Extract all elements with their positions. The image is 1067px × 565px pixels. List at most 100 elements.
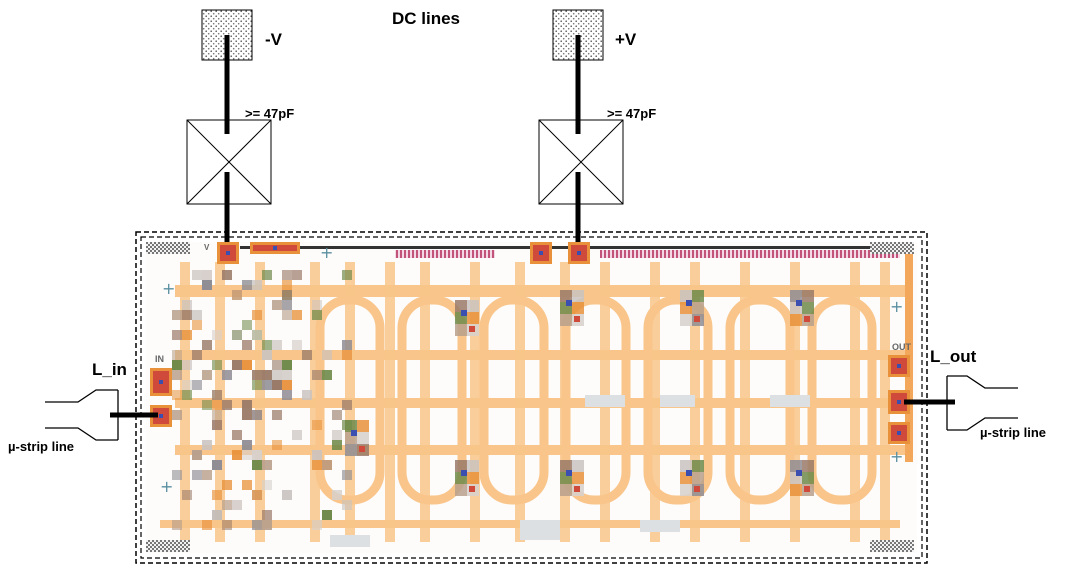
trace-column xyxy=(255,262,265,542)
device-cell xyxy=(342,400,352,410)
trace-loop xyxy=(397,295,467,505)
device-cell xyxy=(202,440,212,450)
device-cell xyxy=(172,360,182,370)
device-cell xyxy=(252,380,262,390)
via xyxy=(686,300,692,306)
output-microstrip xyxy=(946,375,1018,431)
device-cell xyxy=(322,460,332,470)
title: DC lines xyxy=(392,9,460,28)
trace-column xyxy=(310,262,320,542)
device-cell xyxy=(212,410,222,420)
device-cell xyxy=(342,340,352,350)
device-cell xyxy=(202,270,212,280)
bond-pad-via xyxy=(577,251,581,255)
transistor-cell xyxy=(560,484,572,496)
device-cell xyxy=(252,330,262,340)
device-block xyxy=(330,535,370,547)
device-cell xyxy=(172,410,182,420)
device-cell xyxy=(282,390,292,400)
transistor-cell xyxy=(467,300,479,312)
device-cell xyxy=(252,450,262,460)
device-cell xyxy=(232,330,242,340)
device-cell xyxy=(222,500,232,510)
device-cell xyxy=(182,390,192,400)
output-port-label: L_out xyxy=(930,347,977,366)
transistor-cell xyxy=(802,290,814,302)
transistor-cell xyxy=(802,460,814,472)
device-cell xyxy=(272,370,282,380)
transistor-cell xyxy=(357,432,369,444)
bond-pad-via xyxy=(897,431,901,435)
device-cell xyxy=(332,410,342,420)
device-cell xyxy=(262,350,272,360)
right-capacitor xyxy=(538,119,624,205)
bond-pad-via xyxy=(159,414,163,418)
via xyxy=(461,470,467,476)
device-cell xyxy=(282,310,292,320)
device-cell xyxy=(292,270,302,280)
device-cell xyxy=(262,520,272,530)
device-cell xyxy=(312,370,322,380)
transistor-cell xyxy=(455,300,467,312)
bond-pad-via xyxy=(226,251,230,255)
chip-outer-border xyxy=(135,231,928,564)
device-cell xyxy=(322,370,332,380)
device-cell xyxy=(312,520,322,530)
device-cell xyxy=(232,500,242,510)
transistor-cell xyxy=(345,420,357,432)
transistor-cell xyxy=(790,314,802,326)
output-line-label: µ-strip line xyxy=(980,425,1046,440)
via xyxy=(359,446,365,452)
device-cell xyxy=(202,340,212,350)
via xyxy=(796,470,802,476)
transistor-cell xyxy=(680,460,692,472)
alignment-mark: + xyxy=(890,447,903,466)
chip-devices xyxy=(172,270,814,547)
via xyxy=(461,310,467,316)
device-cell xyxy=(272,440,282,450)
device-cell xyxy=(262,270,272,280)
via xyxy=(574,486,580,492)
via xyxy=(804,316,810,322)
via xyxy=(469,486,475,492)
transistor-cell xyxy=(802,472,814,484)
via xyxy=(804,486,810,492)
device-cell xyxy=(232,430,242,440)
via xyxy=(566,300,572,306)
device-block xyxy=(660,395,695,407)
device-cell xyxy=(202,470,212,480)
device-cell xyxy=(242,320,252,330)
device-cell xyxy=(282,370,292,380)
device-cell xyxy=(262,480,272,490)
trace-loop xyxy=(561,295,631,505)
via xyxy=(566,470,572,476)
chip-pin-in: IN xyxy=(155,354,164,364)
dc-wires xyxy=(224,35,581,255)
device-cell xyxy=(312,310,322,320)
device-cell xyxy=(172,470,182,480)
device-cell xyxy=(272,300,282,310)
mmic-layout: +++++ IN OUT V xyxy=(146,242,917,553)
negative-supply-label: -V xyxy=(265,30,283,49)
trace-band xyxy=(175,285,905,297)
device-cell xyxy=(312,460,322,470)
device-cell xyxy=(262,370,272,380)
device-cell xyxy=(222,270,232,280)
device-cell xyxy=(212,460,222,470)
transistor-cell xyxy=(572,290,584,302)
device-cell xyxy=(182,330,192,340)
device-cell xyxy=(172,350,182,360)
device-cell xyxy=(242,450,252,460)
device-cell xyxy=(342,350,352,360)
device-cell xyxy=(302,350,312,360)
trace-column xyxy=(420,262,430,542)
device-cell xyxy=(222,520,232,530)
device-cell xyxy=(222,400,232,410)
device-cell xyxy=(322,510,332,520)
device-cell xyxy=(342,470,352,480)
device-cell xyxy=(222,480,232,490)
device-cell xyxy=(292,430,302,440)
device-cell xyxy=(172,310,182,320)
device-cell xyxy=(202,520,212,530)
device-cell xyxy=(252,310,262,320)
